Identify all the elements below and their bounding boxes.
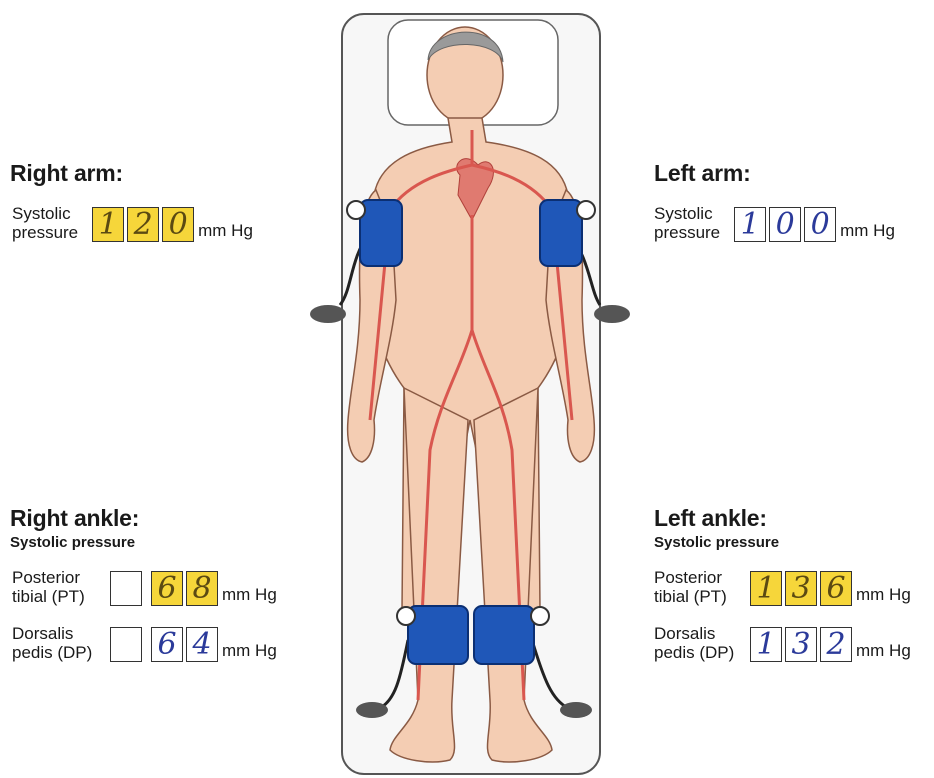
left-arm-label-1: Systolic [654,204,720,223]
left-ankle-pt-digits: 1 3 6 [750,571,852,606]
right-ankle-pt-label-1: Posterior [12,568,104,587]
left-ankle-pt-label-1: Posterior [654,568,744,587]
right-arm-label-2: pressure [12,223,78,242]
digit-box: 6 [151,627,183,662]
right-arm-label-1: Systolic [12,204,78,223]
digit-box: 6 [151,571,183,606]
left-arm-reading: Systolic pressure 1 0 0 mm Hg [654,204,895,242]
right-ankle-dp-digits: 6 4 [110,627,218,662]
left-ankle-dp-unit: mm Hg [856,641,911,661]
left-arm-cuff [540,200,582,266]
right-arm-digits: 1 2 0 [92,207,194,242]
right-ankle-pt-digits: 6 8 [110,571,218,606]
digit-box: 3 [785,627,817,662]
right-ankle-dp-unit: mm Hg [222,641,277,661]
gauge-icon [397,607,415,625]
right-arm-unit: mm Hg [198,221,253,241]
digit-box: 1 [750,571,782,606]
digit-box: 4 [186,627,218,662]
right-ankle-subheading: Systolic pressure [10,534,139,551]
right-ankle-dp-label-2: pedis (DP) [12,643,104,662]
left-ankle-dp-label-2: pedis (DP) [654,643,744,662]
left-ankle-heading: Left ankle: [654,505,779,532]
left-ankle-dp-digits: 1 3 2 [750,627,852,662]
left-ankle-dp-reading: Dorsalis pedis (DP) 1 3 2 mm Hg [654,624,911,662]
right-ankle-heading: Right ankle: [10,505,139,532]
left-ankle-pt-label-2: tibial (PT) [654,587,744,606]
right-ankle-pt-reading: Posterior tibial (PT) 6 8 mm Hg [12,568,277,606]
left-leg-cuff [474,606,534,664]
digit-box: 1 [750,627,782,662]
digit-box: 2 [820,627,852,662]
right-ankle-pt-label-2: tibial (PT) [12,587,104,606]
inflation-bulb-icon [310,305,346,323]
right-ankle-dp-label-1: Dorsalis [12,624,104,643]
gauge-icon [531,607,549,625]
right-ankle-pt-unit: mm Hg [222,585,277,605]
inflation-bulb-icon [560,702,592,718]
left-arm-unit: mm Hg [840,221,895,241]
gauge-icon [347,201,365,219]
digit-box [110,627,142,662]
right-arm-reading: Systolic pressure 1 2 0 mm Hg [12,204,253,242]
left-ankle-panel: Left ankle: Systolic pressure [654,505,779,551]
gauge-icon [577,201,595,219]
right-arm-panel: Right arm: [10,160,123,187]
left-ankle-pt-reading: Posterior tibial (PT) 1 3 6 mm Hg [654,568,911,606]
digit-box: 0 [804,207,836,242]
digit-box: 6 [820,571,852,606]
digit-box: 0 [162,207,194,242]
right-ankle-dp-reading: Dorsalis pedis (DP) 6 4 mm Hg [12,624,277,662]
right-arm-heading: Right arm: [10,160,123,187]
digit-box [110,571,142,606]
digit-box: 8 [186,571,218,606]
left-arm-label-2: pressure [654,223,720,242]
inflation-bulb-icon [594,305,630,323]
left-arm-panel: Left arm: [654,160,751,187]
patient-illustration [300,0,630,778]
digit-box: 3 [785,571,817,606]
left-ankle-dp-label-1: Dorsalis [654,624,744,643]
left-arm-digits: 1 0 0 [734,207,836,242]
digit-box: 0 [769,207,801,242]
left-ankle-subheading: Systolic pressure [654,534,779,551]
digit-box: 1 [92,207,124,242]
inflation-bulb-icon [356,702,388,718]
left-ankle-pt-unit: mm Hg [856,585,911,605]
right-arm-cuff [360,200,402,266]
left-arm-heading: Left arm: [654,160,751,187]
right-ankle-panel: Right ankle: Systolic pressure [10,505,139,551]
digit-box: 1 [734,207,766,242]
right-leg-cuff [408,606,468,664]
digit-box: 2 [127,207,159,242]
